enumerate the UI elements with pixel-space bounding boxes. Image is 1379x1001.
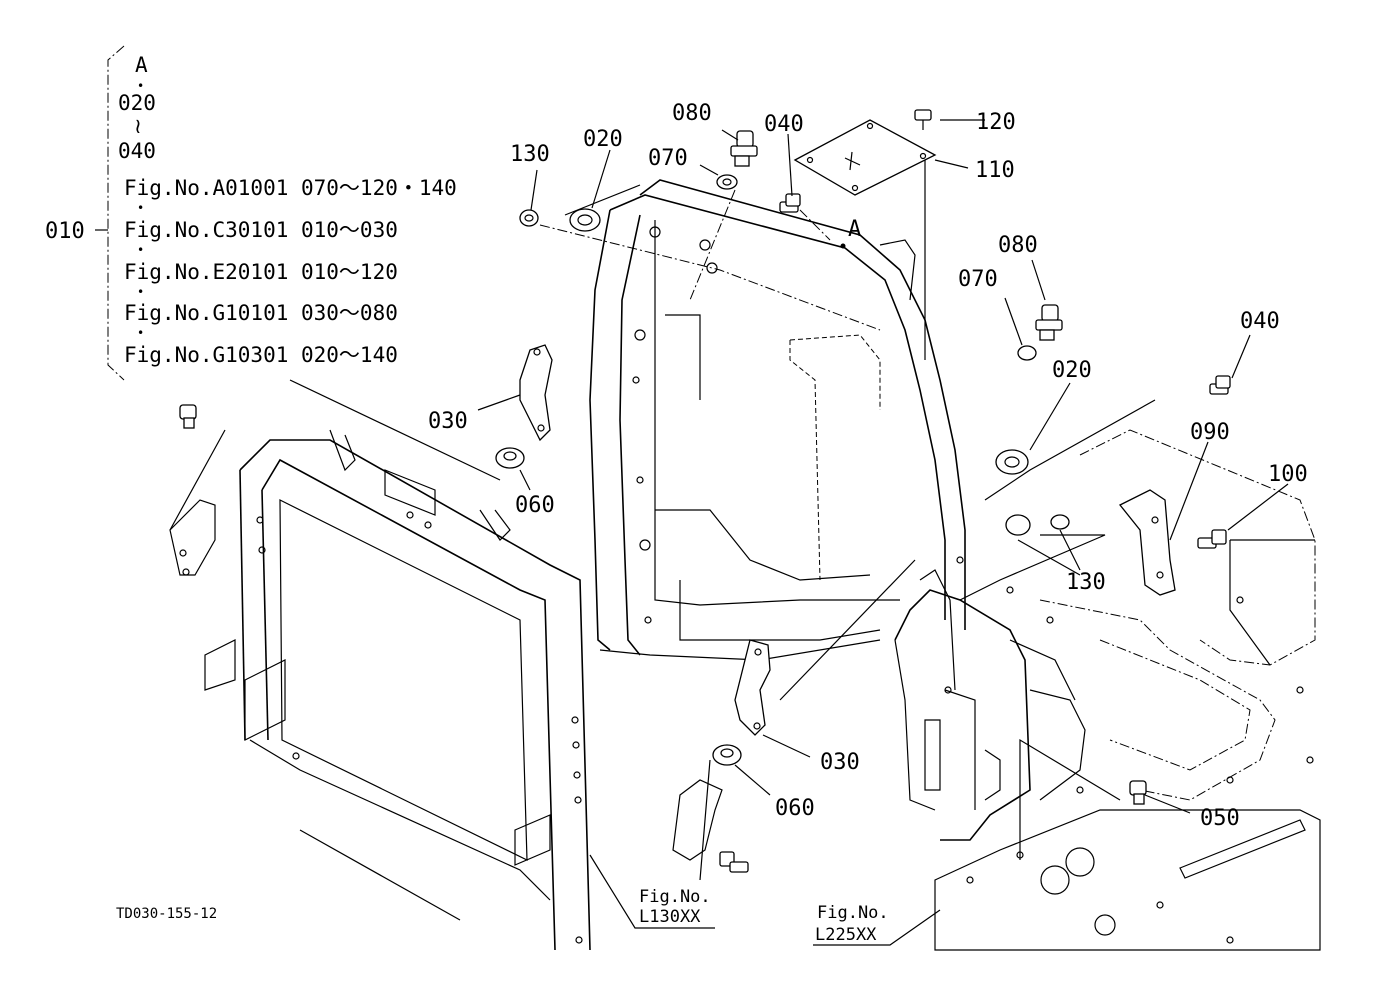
lower-left-bracket bbox=[672, 779, 749, 873]
legend-range-start: 020 bbox=[118, 91, 156, 115]
callout-020-right: 020 bbox=[1052, 358, 1092, 383]
left-frame bbox=[204, 429, 591, 951]
legend-a: A bbox=[135, 53, 148, 77]
bolt-holes-right bbox=[966, 586, 1314, 944]
fig-ref-right-title: Fig.No. bbox=[817, 903, 889, 923]
legend-ref-3: Fig.No.E20101 010～120 bbox=[124, 260, 398, 284]
callout-060-left: 060 bbox=[515, 493, 555, 518]
callout-130-top: 130 bbox=[510, 142, 550, 167]
callout-110: 110 bbox=[975, 158, 1015, 183]
part-080-right-bolt[interactable] bbox=[1035, 304, 1063, 341]
part-060-left-mount[interactable] bbox=[495, 447, 525, 469]
legend-ref-2: Fig.No.C30101 010～030 bbox=[124, 218, 398, 242]
callout-100: 100 bbox=[1268, 462, 1308, 487]
machine-body-right bbox=[934, 429, 1321, 951]
part-040-top-bolt[interactable] bbox=[779, 193, 801, 213]
part-070-top-collar[interactable] bbox=[716, 174, 738, 190]
legend-dot-4: • bbox=[137, 285, 144, 299]
legend-range-end: 040 bbox=[118, 139, 156, 163]
legend-dot-2: • bbox=[137, 201, 144, 215]
fig-ref-right-number: L225XX bbox=[815, 925, 877, 945]
fig-ref-left-title: Fig.No. bbox=[639, 887, 711, 907]
callout-040-right: 040 bbox=[1240, 309, 1280, 334]
callout-060-bottom: 060 bbox=[775, 796, 815, 821]
legend-ref-1: Fig.No.A01001 070～120・140 bbox=[124, 176, 457, 200]
upper-left-bolt bbox=[169, 404, 216, 576]
callout-070-right: 070 bbox=[958, 267, 998, 292]
fig-ref-right-leader bbox=[813, 909, 941, 946]
part-110-support bbox=[879, 160, 926, 360]
callout-080-right: 080 bbox=[998, 233, 1038, 258]
part-120-screw[interactable] bbox=[914, 109, 932, 130]
legend-dot-1: • bbox=[137, 79, 144, 93]
callout-050: 050 bbox=[1200, 806, 1240, 831]
callout-120: 120 bbox=[976, 110, 1016, 135]
callout-030-left: 030 bbox=[428, 409, 468, 434]
part-080-top-bolt[interactable] bbox=[730, 130, 758, 167]
view-marker: A bbox=[848, 217, 861, 242]
part-130-right-grommets[interactable] bbox=[1005, 514, 1070, 536]
part-130-top-grommet[interactable] bbox=[519, 209, 539, 227]
legend-ref-5: Fig.No.G10301 020～140 bbox=[124, 343, 398, 367]
group-bracket bbox=[95, 45, 125, 381]
part-070-right-collar[interactable] bbox=[1017, 345, 1037, 361]
callout-090: 090 bbox=[1190, 420, 1230, 445]
part-040-right-bolt[interactable] bbox=[1209, 375, 1231, 395]
part-050-bolt[interactable] bbox=[1129, 780, 1147, 805]
drawing-code: TD030-155-12 bbox=[116, 906, 217, 922]
callout-040-top: 040 bbox=[764, 112, 804, 137]
view-marker-dot bbox=[840, 243, 846, 249]
callout-030-bottom: 030 bbox=[820, 750, 860, 775]
leader-lines bbox=[169, 119, 1289, 881]
part-110-plate[interactable] bbox=[793, 119, 937, 196]
callout-070-top: 070 bbox=[648, 146, 688, 171]
part-090-bracket[interactable] bbox=[1118, 489, 1176, 596]
fig-ref-left-leader bbox=[589, 854, 715, 929]
part-020-right-cushion[interactable] bbox=[995, 449, 1029, 475]
part-060-bottom-mount[interactable] bbox=[712, 744, 742, 766]
callout-020-top: 020 bbox=[583, 127, 623, 152]
frame-holes bbox=[256, 511, 583, 944]
part-020-top-cushion[interactable] bbox=[569, 208, 601, 232]
part-030-left-bracket[interactable] bbox=[519, 344, 553, 442]
legend-tilde: ≀ bbox=[134, 114, 142, 138]
callout-130-right: 130 bbox=[1066, 570, 1106, 595]
fig-ref-left-number: L130XX bbox=[639, 907, 701, 927]
part-100-bolt[interactable] bbox=[1197, 529, 1227, 549]
part-030-bottom-bracket[interactable] bbox=[734, 639, 771, 736]
legend-ref-4: Fig.No.G10101 030～080 bbox=[124, 301, 398, 325]
group-label: 010 bbox=[45, 219, 85, 244]
legend-dot-3: • bbox=[137, 243, 144, 257]
legend-dot-5: • bbox=[137, 326, 144, 340]
side-bracket bbox=[894, 556, 1086, 841]
callout-080-top: 080 bbox=[672, 101, 712, 126]
